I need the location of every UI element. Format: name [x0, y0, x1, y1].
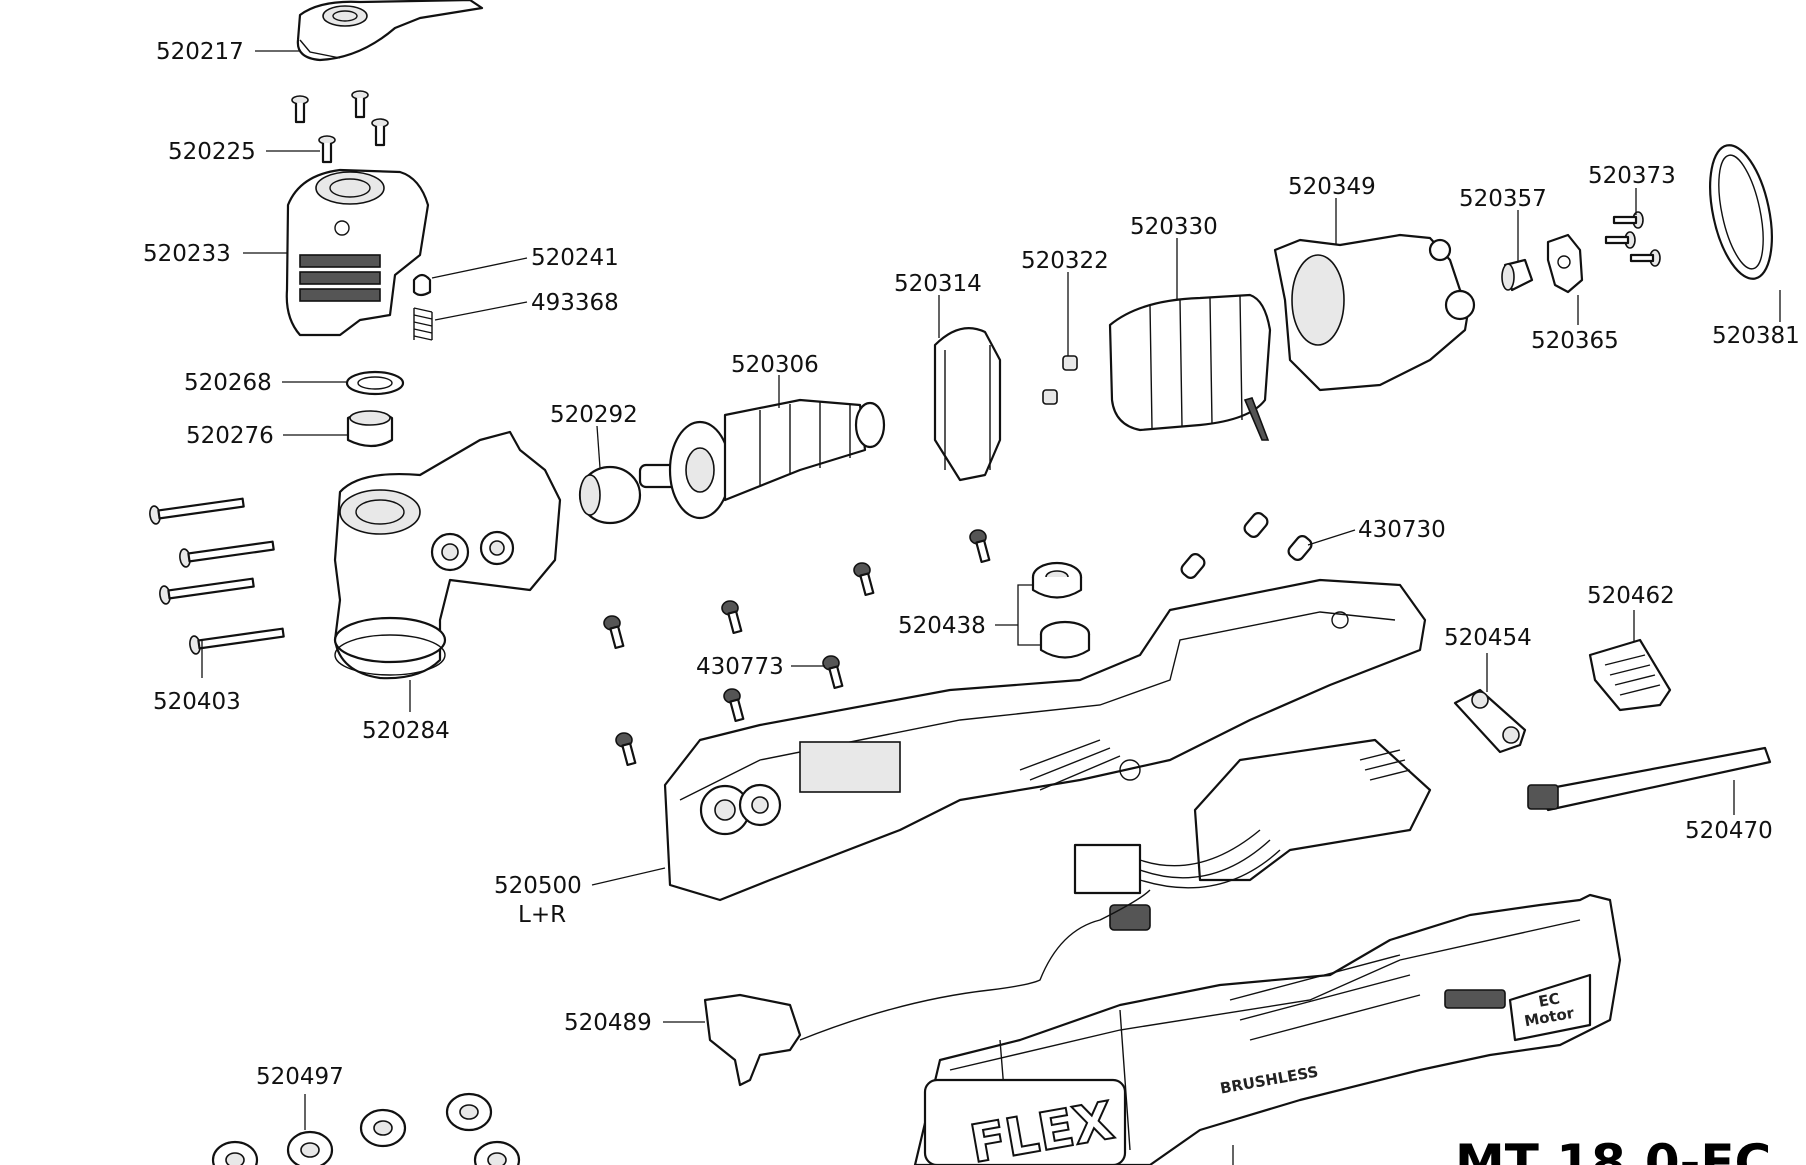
- label-520365: 520365: [1531, 328, 1619, 354]
- label-520497: 520497: [256, 1064, 344, 1090]
- part-520225-screws: [291, 90, 389, 164]
- part-520306-armature: [638, 398, 886, 520]
- part-520470-strip: [1527, 746, 1772, 812]
- label-520322: 520322: [1021, 248, 1109, 274]
- part-430730-pins: [1180, 512, 1313, 579]
- part-520330-stator: [1108, 293, 1272, 441]
- part-number-labels: 520217 520225 520233 520241 493368 52026…: [143, 39, 1800, 1090]
- label-520241: 520241: [531, 245, 619, 271]
- part-520403-long-screws: [149, 497, 285, 655]
- part-520500-housing-shell: [663, 578, 1427, 902]
- part-520438-rings: [1031, 561, 1091, 659]
- part-520497-grommets: [211, 1092, 521, 1165]
- tool-outer-housing: [913, 893, 1622, 1165]
- part-520454-slider: [1453, 688, 1527, 754]
- label-520500: 520500: [494, 873, 582, 899]
- part-520322-magnets: [1042, 355, 1078, 405]
- label-520438: 520438: [898, 613, 986, 639]
- label-520500-note: L+R: [518, 902, 566, 928]
- label-520357: 520357: [1459, 186, 1547, 212]
- label-520489: 520489: [564, 1010, 652, 1036]
- label-520373: 520373: [1588, 163, 1676, 189]
- part-520276-spindle-lock: [346, 410, 394, 448]
- part-520349-motor-housing: [1273, 233, 1476, 392]
- part-430773-screws: [603, 529, 991, 767]
- part-520489-clip: [703, 889, 1151, 1087]
- label-520276: 520276: [186, 423, 274, 449]
- label-520403: 520403: [153, 689, 241, 715]
- label-520349: 520349: [1288, 174, 1376, 200]
- part-520217-head-cap: [296, 0, 484, 62]
- label-520381: 520381: [1712, 323, 1800, 349]
- part-switch-board-assembly: [1073, 738, 1432, 931]
- label-520306: 520306: [731, 352, 819, 378]
- label-520462: 520462: [1587, 583, 1675, 609]
- label-520454: 520454: [1444, 625, 1532, 651]
- label-520292: 520292: [550, 402, 638, 428]
- part-520357-bushing: [1501, 258, 1534, 292]
- label-520330: 520330: [1130, 214, 1218, 240]
- ec-badge-top: EC: [1537, 989, 1561, 1010]
- part-520462-cover-plate: [1588, 638, 1672, 712]
- label-520233: 520233: [143, 241, 231, 267]
- housing-branding: FLEX BRUSHLESS EC Motor: [965, 989, 1576, 1165]
- part-520314-end-plate: [933, 327, 1002, 482]
- part-520292-bearing: [578, 465, 642, 525]
- part-520284-gear-housing: [333, 430, 562, 680]
- label-520314: 520314: [894, 271, 982, 297]
- part-520373-screws: [1604, 211, 1661, 267]
- leader-lines: [201, 50, 1781, 1165]
- label-493368: 493368: [531, 290, 619, 316]
- part-520381-ring: [1709, 144, 1773, 280]
- part-493368-spring: [413, 307, 433, 341]
- label-520284: 520284: [362, 718, 450, 744]
- label-520470: 520470: [1685, 818, 1773, 844]
- part-520241-button: [412, 273, 432, 297]
- part-520365-bracket: [1546, 233, 1584, 294]
- model-title: MT 18.0-EC: [1455, 1134, 1771, 1165]
- label-520268: 520268: [184, 370, 272, 396]
- part-520268-washer: [345, 370, 405, 396]
- label-520225: 520225: [168, 139, 256, 165]
- part-520233-gear-cover: [285, 168, 430, 337]
- label-430773: 430773: [696, 654, 784, 680]
- label-520217: 520217: [156, 39, 244, 65]
- label-430730: 430730: [1358, 517, 1446, 543]
